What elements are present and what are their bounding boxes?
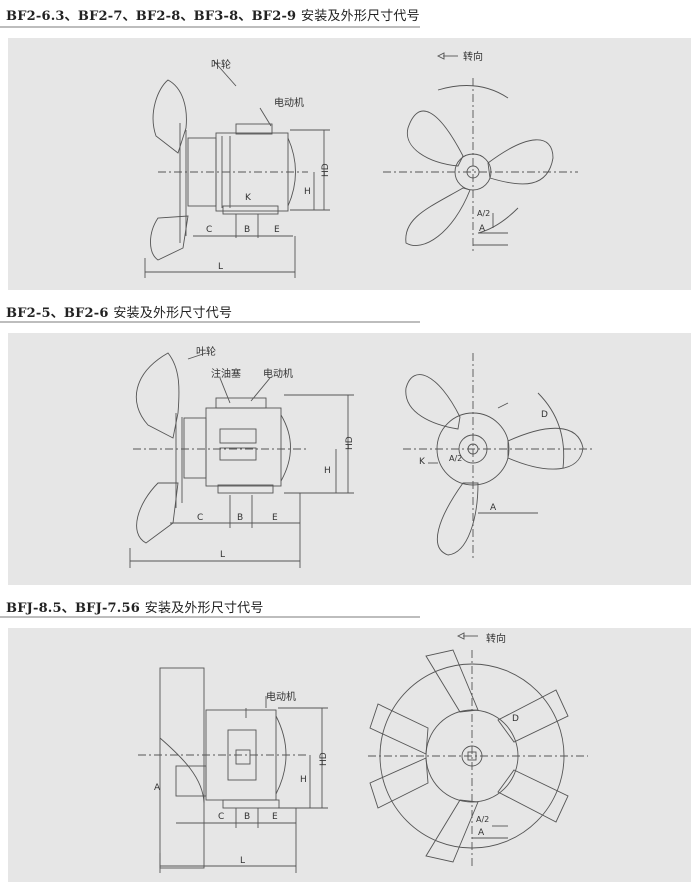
label-HD-3: HD: [319, 752, 329, 766]
section-1-diagram-panel: 叶轮 电动机 转向 K C B E L H HD A/2 A: [8, 38, 691, 290]
label-A2-1: A/2: [477, 209, 490, 218]
label-direction-1: 转向: [463, 50, 483, 63]
section-2-title: BF2-5、BF2-6 安装及外形尺寸代号: [6, 302, 232, 321]
label-L-1: L: [218, 262, 223, 272]
section-1-title: BF2-6.3、BF2-7、BF2-8、BF3-8、BF2-9 安装及外形尺寸代…: [6, 5, 420, 24]
section-3-rule: [0, 616, 420, 618]
label-E-3: E: [272, 812, 278, 822]
label-C-3: C: [218, 812, 224, 822]
label-K-1: K: [245, 193, 252, 203]
label-H-2: H: [324, 466, 331, 476]
section-1-models: BF2-6.3、BF2-7、BF2-8、BF3-8、BF2-9: [6, 9, 297, 24]
label-HD-2: HD: [345, 436, 355, 450]
label-C-1: C: [206, 225, 212, 235]
label-A2-3: A/2: [476, 815, 489, 824]
label-A-2: A: [490, 503, 497, 513]
label-A-side-3: A: [154, 783, 161, 793]
section-1-rule: [0, 26, 420, 28]
section-3-title: BFJ-8.5、BFJ-7.56 安装及外形尺寸代号: [6, 597, 264, 616]
label-H-1: H: [304, 187, 311, 197]
section-2-diagram-panel: 叶轮 注油塞 电动机 C B E L H HD K A/2 A D: [8, 333, 691, 585]
section-2-suffix: 安装及外形尺寸代号: [113, 306, 233, 321]
label-impeller-1: 叶轮: [211, 58, 231, 71]
label-L-3: L: [240, 856, 245, 866]
label-motor-1: 电动机: [274, 96, 304, 109]
label-motor-3: 电动机: [266, 690, 296, 703]
section-2-models: BF2-5、BF2-6: [6, 306, 109, 321]
label-H-3: H: [300, 775, 307, 785]
section-3-diagram-panel: 电动机 转向 A C B E L H HD A/2 A D: [8, 628, 691, 882]
label-B-2: B: [237, 513, 243, 523]
label-A-1: A: [479, 224, 486, 234]
label-E-1: E: [274, 225, 280, 235]
section-2-rule: [0, 321, 420, 323]
label-direction-3: 转向: [486, 632, 506, 645]
label-HD-1: HD: [321, 163, 331, 177]
label-C-2: C: [197, 513, 203, 523]
side-view-1: [144, 59, 330, 278]
front-view-2: [403, 353, 593, 558]
label-A-3: A: [478, 828, 485, 838]
label-L-2: L: [220, 550, 225, 560]
front-view-3: [368, 632, 588, 866]
label-impeller-2: 叶轮: [196, 345, 216, 358]
side-view-2: [129, 352, 354, 568]
section-3-models: BFJ-8.5、BFJ-7.56: [6, 601, 141, 616]
label-E-2: E: [272, 513, 278, 523]
side-view-3: [138, 667, 328, 873]
label-K-2: K: [419, 457, 426, 467]
label-A2-2: A/2: [449, 454, 462, 463]
label-B-1: B: [244, 225, 250, 235]
label-D-2: D: [541, 410, 548, 420]
section-1-suffix: 安装及外形尺寸代号: [301, 9, 420, 24]
label-D-3: D: [512, 714, 519, 724]
front-view-1: [383, 52, 578, 253]
label-motor-2: 电动机: [263, 367, 293, 380]
label-B-3: B: [244, 812, 250, 822]
section-3-suffix: 安装及外形尺寸代号: [144, 601, 264, 616]
label-oil-plug-2: 注油塞: [211, 367, 241, 380]
